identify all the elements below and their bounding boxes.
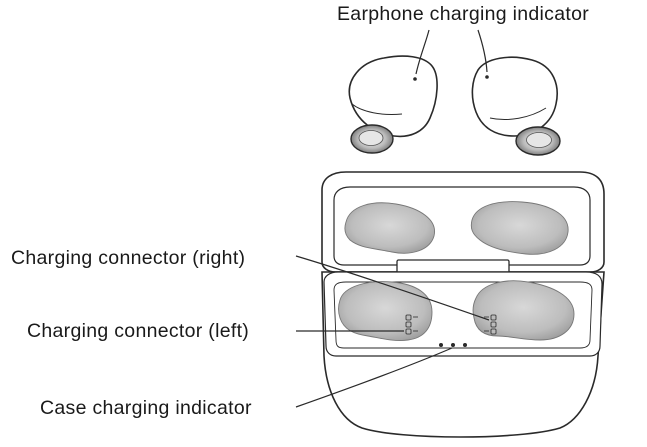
lid-recess-right — [470, 201, 569, 255]
leader-earphone-right — [477, 29, 488, 73]
earphone-charging-indicator-label: Earphone charging indicator — [337, 3, 590, 25]
lid-recess-left — [344, 202, 435, 254]
case-charging-indicator-label: Case charging indicator — [40, 397, 252, 419]
case-lid — [321, 171, 605, 275]
leader-connector-right — [295, 255, 490, 321]
case-indicator-dots — [439, 343, 467, 347]
case-cavity-right — [472, 280, 575, 341]
charging-connector-right-label: Charging connector (right) — [11, 247, 246, 269]
left-earbud — [348, 55, 438, 154]
charging-connector-left-label: Charging connector (left) — [27, 320, 250, 342]
right-earbud-indicator-dot — [485, 75, 489, 79]
right-earbud-body — [471, 56, 558, 137]
right-earbud — [471, 56, 561, 156]
left-earbud-indicator-dot — [413, 77, 417, 81]
case-base — [321, 271, 605, 438]
charging-connector-right — [484, 314, 497, 335]
left-earbud-body — [348, 55, 438, 138]
case-cavity-left — [338, 281, 433, 341]
leader-lines — [295, 29, 490, 408]
leader-earphone-left — [415, 29, 430, 75]
leader-case-indicator — [295, 347, 453, 408]
charging-connector-left — [405, 314, 418, 335]
